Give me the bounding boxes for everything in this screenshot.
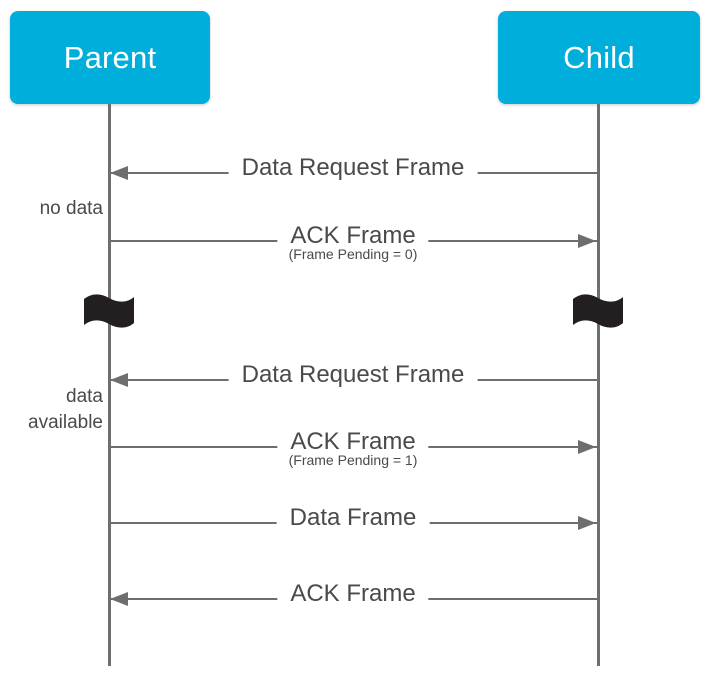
message-sublabel-4: (Frame Pending = 1): [288, 452, 418, 468]
participant-label-child: Child: [563, 40, 635, 75]
arrowhead-left-icon: [110, 592, 128, 606]
arrowhead-left-icon: [110, 166, 128, 180]
participant-box-parent[interactable]: Parent: [10, 11, 210, 104]
participant-box-child[interactable]: Child: [498, 11, 700, 104]
message-label-4: ACK Frame: [277, 427, 429, 457]
message-sublabel-2: (Frame Pending = 0): [288, 246, 418, 262]
message-label-3: Data Request Frame: [228, 360, 478, 390]
arrowhead-right-icon: [578, 234, 596, 248]
flag-break-icon-child: [571, 292, 625, 332]
message-label-1: Data Request Frame: [228, 153, 478, 183]
side-note-no-data: no data: [39, 198, 103, 219]
message-label-2: ACK Frame: [277, 221, 429, 251]
message-label-6: ACK Frame: [277, 579, 429, 609]
arrowhead-right-icon: [578, 440, 596, 454]
flag-break-icon-parent: [82, 292, 136, 332]
lifeline-parent: [108, 104, 111, 666]
participant-label-parent: Parent: [63, 40, 157, 75]
side-note-data-available: data available: [28, 386, 103, 433]
message-label-5: Data Frame: [276, 503, 430, 533]
arrowhead-right-icon: [578, 516, 596, 530]
lifeline-child: [597, 104, 600, 666]
arrowhead-left-icon: [110, 373, 128, 387]
